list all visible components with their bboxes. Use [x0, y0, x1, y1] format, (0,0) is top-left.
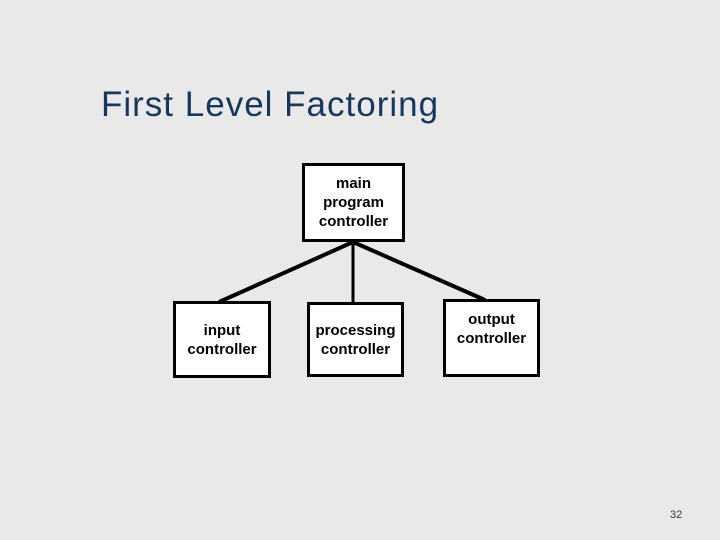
- slide-title: First Level Factoring: [101, 85, 440, 124]
- node-label-line: controller: [320, 340, 391, 358]
- node-label-line: controller: [187, 340, 257, 358]
- node-label-line: output: [468, 311, 515, 328]
- node-label-line: processing: [315, 321, 396, 339]
- node-main-program-controller: main program controller: [302, 163, 405, 242]
- connector-main-to-input: [218, 240, 354, 304]
- node-label-line: controller: [318, 213, 389, 230]
- node-label-line: program: [323, 194, 384, 211]
- node-label-line: controller: [456, 330, 527, 347]
- connector-main-to-output: [352, 240, 486, 302]
- node-label-line: main: [335, 175, 371, 192]
- node-output-controller: output controller: [443, 299, 540, 377]
- node-label-line: input: [203, 321, 241, 339]
- page-number: 32: [670, 509, 683, 521]
- node-processing-controller: processing controller: [307, 302, 404, 377]
- node-input-controller: input controller: [173, 301, 271, 378]
